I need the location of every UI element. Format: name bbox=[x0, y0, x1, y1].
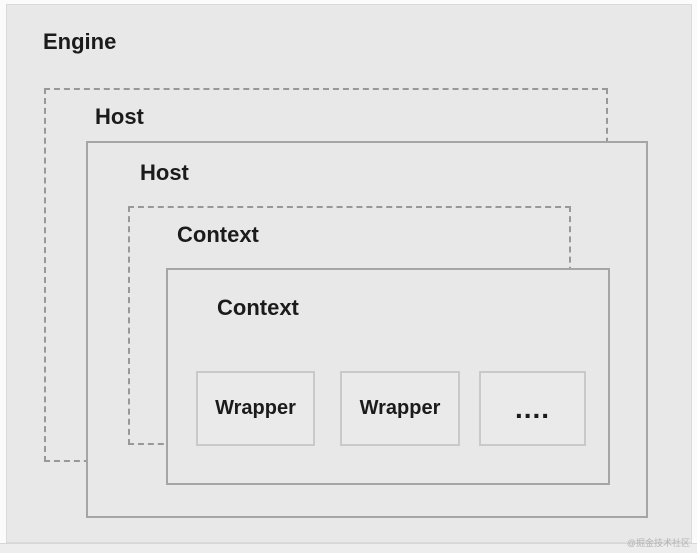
context-inner-box: Context Wrapper Wrapper .... bbox=[166, 268, 610, 485]
ellipsis-label: .... bbox=[514, 392, 551, 424]
bottom-strip: @掘金技术社区 bbox=[0, 538, 697, 553]
host-inner-label: Host bbox=[140, 160, 189, 185]
context-inner-label: Context bbox=[217, 295, 299, 320]
engine-container: Engine Host Host Context Context Wrapper… bbox=[6, 4, 692, 543]
ellipsis-box: .... bbox=[479, 371, 586, 446]
host-outer-label: Host bbox=[95, 104, 144, 129]
wrapper-box-2: Wrapper bbox=[340, 371, 460, 446]
context-outer-label: Context bbox=[177, 222, 259, 247]
host-inner-box: Host Context Context Wrapper Wrapper ...… bbox=[86, 141, 648, 518]
engine-label: Engine bbox=[43, 29, 117, 54]
wrapper-box-1: Wrapper bbox=[196, 371, 315, 446]
wrapper-1-label: Wrapper bbox=[215, 397, 296, 419]
wrapper-2-label: Wrapper bbox=[359, 397, 441, 419]
watermark-text: @掘金技术社区 bbox=[626, 538, 690, 548]
